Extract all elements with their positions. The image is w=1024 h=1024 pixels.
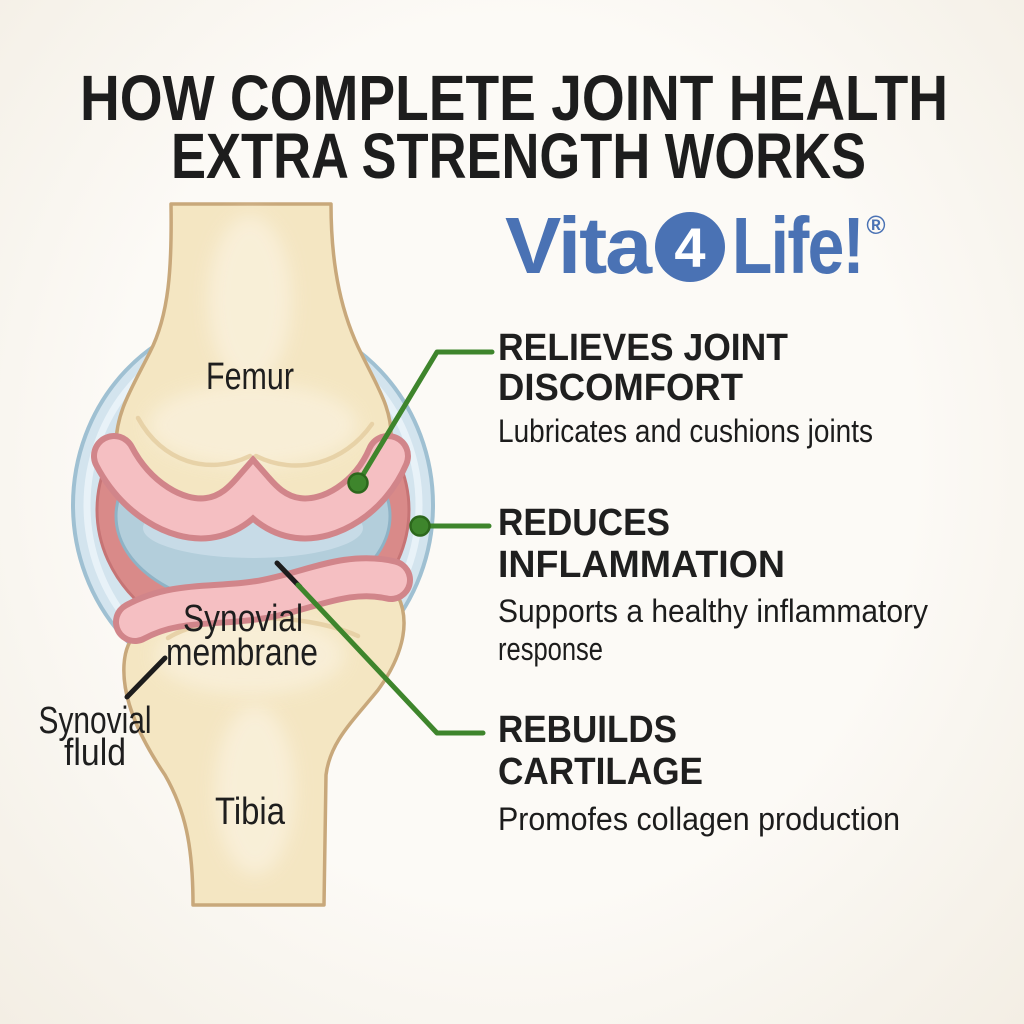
logo-text-after: Life! bbox=[732, 201, 863, 290]
tibial-cartilage bbox=[119, 561, 407, 638]
label-synovial-membrane-line2: membrane bbox=[166, 632, 318, 674]
knee-joint-illustration: Femur Synovial membrane Synovial fluld T… bbox=[39, 202, 435, 907]
benefit-1-heading-line2: DISCOMFORT bbox=[498, 367, 743, 409]
title-line-1: HOW COMPLETE JOINT HEALTH bbox=[80, 62, 948, 134]
connector-line-3-dark-tip bbox=[274, 560, 303, 590]
logo-badge-number: 4 bbox=[674, 216, 705, 279]
logo-text-before: Vita bbox=[505, 201, 653, 290]
connector-dot-1 bbox=[347, 472, 369, 494]
benefit-connectors bbox=[274, 349, 495, 736]
femur-condyle-highlight bbox=[148, 383, 358, 467]
benefit-callout-2: REDUCES INFLAMMATION Supports a healthy … bbox=[498, 502, 928, 667]
benefit-callout-1: RELIEVES JOINT DISCOMFORT Lubricates and… bbox=[498, 327, 873, 449]
tibia-plateau-highlight bbox=[155, 615, 345, 695]
brand-logo: Vita 4 Life! ® bbox=[505, 201, 886, 290]
benefit-3-description: Promofes collagen production bbox=[498, 801, 900, 837]
femur-condyle-contour bbox=[253, 421, 375, 468]
connector-line-3 bbox=[295, 582, 486, 736]
femur-shaft-highlight bbox=[208, 215, 292, 385]
benefit-2-description-line1: Supports a healthy inflammatory bbox=[498, 593, 928, 629]
benefit-1-heading-line1: RELIEVES JOINT bbox=[498, 327, 788, 369]
label-synovial-membrane-line1: Synovial bbox=[183, 598, 303, 640]
title-line-2: EXTRA STRENGTH WORKS bbox=[171, 120, 866, 192]
label-synovial-fluid-line1: Synovial bbox=[39, 700, 152, 742]
tibia-shaft-highlight bbox=[215, 705, 295, 875]
benefit-1-description: Lubricates and cushions joints bbox=[498, 413, 873, 449]
logo-number-badge bbox=[655, 212, 725, 282]
benefit-2-heading-line1: REDUCES bbox=[498, 502, 670, 544]
connector-line-1 bbox=[355, 349, 495, 486]
page-title: HOW COMPLETE JOINT HEALTH EXTRA STRENGTH… bbox=[80, 62, 948, 192]
label-tibia: Tibia bbox=[215, 791, 286, 833]
label-synovial-fluid-line2: fluld bbox=[64, 732, 126, 774]
femoral-cartilage bbox=[97, 439, 405, 536]
synovial-fluid-pointer-line bbox=[124, 655, 168, 700]
benefit-callout-3: REBUILDS CARTILAGE Promofes collagen pro… bbox=[498, 709, 900, 837]
label-femur: Femur bbox=[206, 356, 294, 398]
benefit-3-heading-line1: REBUILDS bbox=[498, 709, 677, 751]
registered-trademark-icon: ® bbox=[866, 210, 885, 240]
benefit-2-heading-line2: INFLAMMATION bbox=[498, 544, 785, 586]
benefit-2-description-line2: response bbox=[498, 631, 603, 667]
benefit-3-heading-line2: CARTILAGE bbox=[498, 751, 703, 793]
femur-condyle-contour bbox=[135, 415, 253, 468]
connector-dot-2 bbox=[409, 515, 431, 537]
